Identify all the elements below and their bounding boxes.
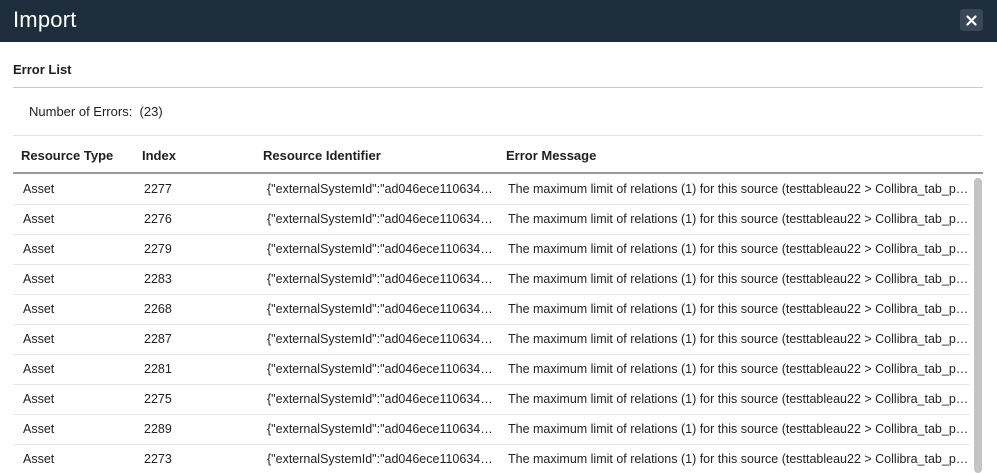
table-row[interactable]: Asset 2268 {"externalSystemId":"ad046ece…	[13, 295, 970, 325]
cell-index: 2277	[144, 182, 172, 196]
cell-error-message: The maximum limit of relations (1) for t…	[508, 212, 968, 226]
cell-resource-type: Asset	[23, 302, 55, 316]
cell-resource-type: Asset	[23, 182, 55, 196]
cell-error-message: The maximum limit of relations (1) for t…	[508, 422, 968, 436]
cell-resource-identifier: {"externalSystemId":"ad046ece110634…	[267, 182, 493, 196]
cell-error-message: The maximum limit of relations (1) for t…	[508, 392, 968, 406]
table-header: Resource Type Index Resource Identifier …	[13, 147, 983, 174]
cell-resource-type: Asset	[23, 422, 55, 436]
table-row[interactable]: Asset 2287 {"externalSystemId":"ad046ece…	[13, 325, 970, 355]
cell-error-message: The maximum limit of relations (1) for t…	[508, 332, 968, 346]
cell-resource-type: Asset	[23, 332, 55, 346]
table-row[interactable]: Asset 2279 {"externalSystemId":"ad046ece…	[13, 235, 970, 265]
cell-resource-identifier: {"externalSystemId":"ad046ece110634…	[267, 212, 493, 226]
cell-resource-type: Asset	[23, 212, 55, 226]
cell-resource-identifier: {"externalSystemId":"ad046ece110634…	[267, 272, 493, 286]
cell-resource-type: Asset	[23, 362, 55, 376]
error-count-value: (23)	[139, 104, 163, 119]
close-button[interactable]	[960, 9, 983, 31]
error-count-label: Number of Errors:	[29, 104, 133, 119]
close-icon	[966, 14, 977, 26]
cell-resource-identifier: {"externalSystemId":"ad046ece110634…	[267, 362, 493, 376]
table-row[interactable]: Asset 2275 {"externalSystemId":"ad046ece…	[13, 385, 970, 415]
table-row[interactable]: Asset 2283 {"externalSystemId":"ad046ece…	[13, 265, 970, 295]
cell-error-message: The maximum limit of relations (1) for t…	[508, 452, 968, 466]
divider	[13, 135, 983, 136]
table-scrollbar[interactable]	[974, 178, 982, 473]
cell-resource-identifier: {"externalSystemId":"ad046ece110634…	[267, 242, 493, 256]
cell-index: 2273	[144, 452, 172, 466]
error-count: Number of Errors: (23)	[29, 104, 163, 119]
cell-resource-identifier: {"externalSystemId":"ad046ece110634…	[267, 422, 493, 436]
cell-index: 2268	[144, 302, 172, 316]
cell-index: 2289	[144, 422, 172, 436]
table-row[interactable]: Asset 2289 {"externalSystemId":"ad046ece…	[13, 415, 970, 445]
dialog-header: Import	[0, 0, 997, 42]
divider	[13, 87, 983, 88]
cell-resource-identifier: {"externalSystemId":"ad046ece110634…	[267, 452, 493, 466]
table-body[interactable]: Asset 2277 {"externalSystemId":"ad046ece…	[13, 175, 983, 473]
cell-error-message: The maximum limit of relations (1) for t…	[508, 362, 968, 376]
cell-index: 2287	[144, 332, 172, 346]
cell-index: 2279	[144, 242, 172, 256]
cell-error-message: The maximum limit of relations (1) for t…	[508, 182, 968, 196]
cell-index: 2275	[144, 392, 172, 406]
table-row[interactable]: Asset 2277 {"externalSystemId":"ad046ece…	[13, 175, 970, 205]
dialog-title: Import	[13, 7, 77, 32]
cell-error-message: The maximum limit of relations (1) for t…	[508, 302, 968, 316]
cell-index: 2281	[144, 362, 172, 376]
cell-resource-identifier: {"externalSystemId":"ad046ece110634…	[267, 392, 493, 406]
cell-resource-type: Asset	[23, 272, 55, 286]
cell-error-message: The maximum limit of relations (1) for t…	[508, 272, 968, 286]
section-title: Error List	[13, 62, 72, 77]
cell-resource-type: Asset	[23, 452, 55, 466]
cell-resource-type: Asset	[23, 242, 55, 256]
column-header-resource-type[interactable]: Resource Type	[21, 148, 114, 163]
cell-resource-identifier: {"externalSystemId":"ad046ece110634…	[267, 332, 493, 346]
cell-error-message: The maximum limit of relations (1) for t…	[508, 242, 968, 256]
column-header-index[interactable]: Index	[142, 148, 176, 163]
table-row[interactable]: Asset 2281 {"externalSystemId":"ad046ece…	[13, 355, 970, 385]
cell-resource-identifier: {"externalSystemId":"ad046ece110634…	[267, 302, 493, 316]
table-row[interactable]: Asset 2273 {"externalSystemId":"ad046ece…	[13, 445, 970, 473]
column-header-resource-identifier[interactable]: Resource Identifier	[263, 148, 381, 163]
column-header-error-message[interactable]: Error Message	[506, 148, 597, 163]
cell-resource-type: Asset	[23, 392, 55, 406]
table-row[interactable]: Asset 2276 {"externalSystemId":"ad046ece…	[13, 205, 970, 235]
cell-index: 2276	[144, 212, 172, 226]
cell-index: 2283	[144, 272, 172, 286]
